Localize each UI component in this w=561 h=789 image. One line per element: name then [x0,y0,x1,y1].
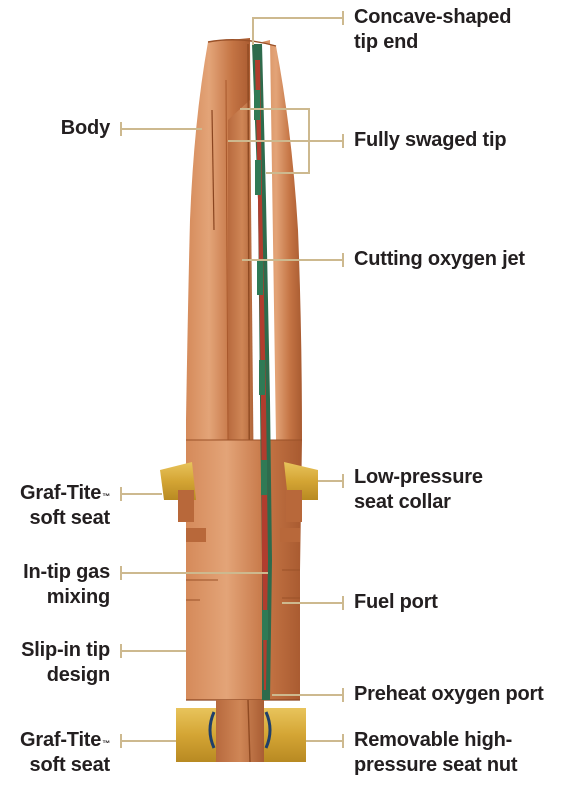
label-low-pressure-line2: seat collar [354,490,483,515]
leader-cutting-jet [242,259,342,261]
leader-in-tip-gas [120,572,268,574]
leader-swaged-top [240,108,310,110]
label-body: Body [61,116,110,141]
leader-body [120,128,202,130]
label-concave: Concave-shaped tip end [354,5,511,55]
label-graf-tite-bottom-line1: Graf-Tite [20,729,101,751]
label-body-line1: Body [61,117,110,139]
label-graf-tite-top-line1: Graf-Tite [20,482,101,504]
label-graf-tite-bottom-line2: soft seat [20,753,110,778]
label-in-tip-gas-line2: mixing [23,585,110,610]
leader-body-tick [120,122,122,136]
leader-concave-h [252,17,342,19]
label-graf-tite-top-line2: soft seat [20,506,110,531]
high-pressure-seat-nut [176,700,306,762]
leader-cutting-jet-tick [342,253,344,267]
leader-removable-tick [342,734,344,748]
leader-slip-in-tick [120,644,122,658]
leader-graf-tite-bottom [120,740,176,742]
leader-swaged-mid [228,140,310,142]
leader-swaged-bottom [266,172,310,174]
label-preheat-line1: Preheat oxygen port [354,682,544,707]
label-low-pressure-line1: Low-pressure [354,465,483,490]
label-slip-in-line1: Slip-in tip [21,638,110,663]
label-removable: Removable high- pressure seat nut [354,728,517,778]
leader-concave-tick [342,11,344,25]
leader-graf-tite-top-tick [120,487,122,501]
leader-swaged-tick [342,134,344,148]
leader-fuel-port [282,602,342,604]
label-in-tip-gas: In-tip gas mixing [23,560,110,610]
label-removable-line1: Removable high- [354,728,517,753]
leader-graf-tite-bottom-tick [120,734,122,748]
trademark-symbol: ™ [102,492,110,501]
leader-graf-tite-top [120,493,162,495]
leader-low-pressure [318,480,342,482]
leader-preheat-tick [342,688,344,702]
label-cutting-jet-line1: Cutting oxygen jet [354,247,525,272]
leader-low-pressure-tick [342,474,344,488]
label-fuel-port: Fuel port [354,590,438,615]
label-cutting-jet: Cutting oxygen jet [354,247,525,272]
trademark-symbol: ™ [102,739,110,748]
label-swaged-line1: Fully swaged tip [354,128,506,153]
label-removable-line2: pressure seat nut [354,753,517,778]
leader-concave [252,17,254,45]
leader-in-tip-gas-tick [120,566,122,580]
leader-preheat [272,694,342,696]
label-graf-tite-top: Graf-Tite™ soft seat [20,481,110,531]
leader-removable [306,740,342,742]
leader-fuel-port-tick [342,596,344,610]
label-concave-line2: tip end [354,30,511,55]
leader-slip-in [120,650,186,652]
label-slip-in-line2: design [21,663,110,688]
label-preheat: Preheat oxygen port [354,682,544,707]
label-graf-tite-bottom: Graf-Tite™ soft seat [20,728,110,778]
label-in-tip-gas-line1: In-tip gas [23,560,110,585]
label-swaged: Fully swaged tip [354,128,506,153]
label-concave-line1: Concave-shaped [354,5,511,30]
tip-body [186,38,302,700]
leader-swaged-out [308,140,342,142]
label-low-pressure: Low-pressure seat collar [354,465,483,515]
label-slip-in: Slip-in tip design [21,638,110,688]
label-fuel-port-line1: Fuel port [354,590,438,615]
